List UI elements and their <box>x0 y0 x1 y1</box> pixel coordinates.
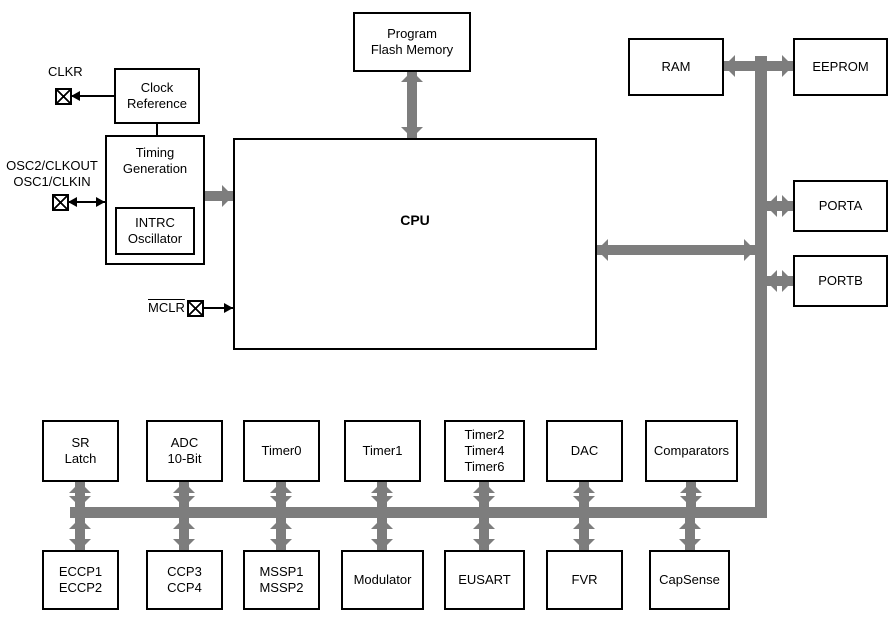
block-clock-reference: Clock Reference <box>114 68 200 124</box>
block-comparators: Comparators <box>645 420 738 482</box>
block-adc-10bit: ADC 10-Bit <box>146 420 223 482</box>
osc-pin-labels: OSC2/CLKOUT OSC1/CLKIN <box>0 158 104 190</box>
block-label: PORTA <box>818 198 863 213</box>
block-cpu: CPU <box>233 138 597 350</box>
arrow-bus-porta <box>766 195 793 217</box>
block-label: MSSP1 MSSP2 <box>259 564 304 595</box>
arrow-osc-timing <box>68 197 105 207</box>
block-label: Comparators <box>653 443 730 458</box>
arrow-bus-portb <box>766 270 793 292</box>
arrow-timing-cpu <box>205 185 233 207</box>
block-label: Timer2 Timer4 Timer6 <box>464 427 505 474</box>
arrow-mssp-bus <box>270 518 292 550</box>
block-timer0: Timer0 <box>243 420 320 482</box>
arrow-srlatch-bus <box>69 482 91 507</box>
block-label: SR Latch <box>64 435 97 466</box>
block-program-flash-memory: Program Flash Memory <box>353 12 471 72</box>
block-label: ECCP1 ECCP2 <box>58 564 103 595</box>
block-label: Timer0 <box>261 443 302 458</box>
arrow-timer246-bus <box>473 482 495 507</box>
osc1-pin-label: OSC1/CLKIN <box>13 174 91 189</box>
block-porta: PORTA <box>793 180 888 232</box>
block-ccp3-ccp4: CCP3 CCP4 <box>146 550 223 610</box>
block-label: CPU <box>400 212 430 228</box>
block-label: Clock Reference <box>127 80 187 111</box>
arrow-modulator-bus <box>371 518 393 550</box>
arrow-fvr-bus <box>573 518 595 550</box>
block-dac: DAC <box>546 420 623 482</box>
block-timer2-4-6: Timer2 Timer4 Timer6 <box>444 420 525 482</box>
block-label: Timer1 <box>362 443 403 458</box>
block-eccp1-eccp2: ECCP1 ECCP2 <box>42 550 119 610</box>
block-label: INTRC Oscillator <box>127 215 183 246</box>
osc-pin-icon <box>52 194 69 211</box>
bus-vertical <box>755 56 767 518</box>
clkr-pin-label: CLKR <box>48 64 83 79</box>
arrow-ram-eeprom-bus <box>724 55 793 77</box>
arrow-adc-bus <box>173 482 195 507</box>
arrow-comparators-bus <box>680 482 702 507</box>
block-mssp1-mssp2: MSSP1 MSSP2 <box>243 550 320 610</box>
arrow-eccp-bus <box>69 518 91 550</box>
block-capsense: CapSense <box>649 550 730 610</box>
clkr-pin-icon <box>55 88 72 105</box>
block-eusart: EUSART <box>444 550 525 610</box>
line-clockref-timing <box>156 124 158 135</box>
block-label: FVR <box>571 572 598 587</box>
arrow-clockref-clkr <box>71 91 114 101</box>
block-label: EUSART <box>458 572 511 587</box>
arrow-cpu-bus <box>597 239 755 261</box>
block-eeprom: EEPROM <box>793 38 888 96</box>
arrow-capsense-bus <box>679 518 701 550</box>
arrow-flash-cpu <box>401 71 423 138</box>
block-label: Program Flash Memory <box>370 26 454 57</box>
arrow-eusart-bus <box>473 518 495 550</box>
arrow-ccp-bus <box>173 518 195 550</box>
block-intrc-oscillator: INTRC Oscillator <box>115 207 195 255</box>
block-ram: RAM <box>628 38 724 96</box>
mclr-pin-icon <box>187 300 204 317</box>
block-fvr: FVR <box>546 550 623 610</box>
block-label: Modulator <box>353 572 412 587</box>
block-modulator: Modulator <box>341 550 424 610</box>
block-label: EEPROM <box>812 59 869 74</box>
arrow-dac-bus <box>573 482 595 507</box>
osc2-pin-label: OSC2/CLKOUT <box>6 158 98 173</box>
block-label: Timing Generation <box>122 145 188 176</box>
block-timer1: Timer1 <box>344 420 421 482</box>
arrow-mclr-cpu <box>203 303 233 313</box>
block-label: RAM <box>661 59 691 74</box>
block-portb: PORTB <box>793 255 888 307</box>
block-label: CCP3 CCP4 <box>167 564 202 595</box>
block-label: PORTB <box>818 273 863 288</box>
block-sr-latch: SR Latch <box>42 420 119 482</box>
block-label: CapSense <box>659 572 720 587</box>
block-label: ADC 10-Bit <box>167 435 202 466</box>
bus-horizontal <box>70 507 767 518</box>
block-label: DAC <box>570 443 599 458</box>
arrow-timer1-bus <box>371 482 393 507</box>
mclr-pin-label: MCLR <box>148 300 185 315</box>
arrow-timer0-bus <box>270 482 292 507</box>
